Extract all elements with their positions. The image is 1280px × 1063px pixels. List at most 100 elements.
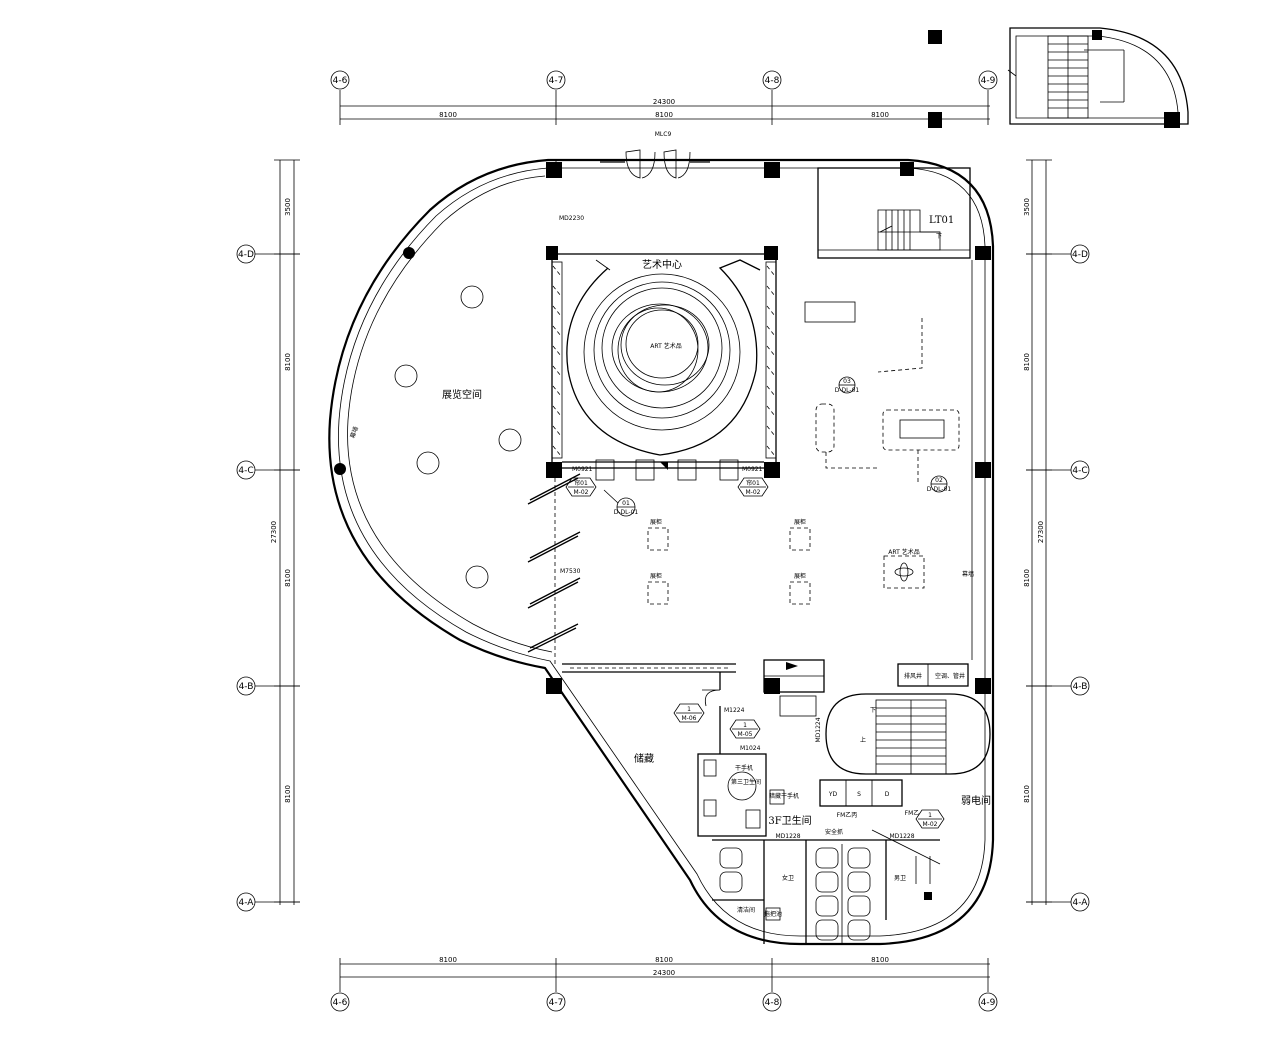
top-span-1: 8100: [439, 111, 457, 119]
shaft-rooms: 排风井 空调、管井: [763, 659, 969, 717]
grid-bubble-4-6-top: 4-6: [333, 76, 348, 86]
grid-bubble-4-9-bottom: 4-9: [981, 998, 996, 1008]
tag-3-bottom: M-06: [682, 715, 697, 722]
showcases: 展柜 展柜 展柜 展柜: [647, 518, 811, 605]
top-span-3: 8100: [871, 111, 889, 119]
grid-bubble-4-C-right: 4-C: [1072, 466, 1087, 476]
right-grid-bubbles: 4-D 4-C 4-B 4-A: [1026, 244, 1090, 912]
door-label-m7530: M7530: [560, 568, 581, 575]
label-hand-dryer: 干手机: [735, 764, 753, 772]
grid-bubble-4-A-right: 4-A: [1073, 898, 1089, 908]
showcase-label-3: 展柜: [650, 572, 662, 580]
label-hidden-hand-dryer: 暗藏干手机: [769, 792, 799, 800]
top-span-2: 8100: [655, 111, 673, 119]
door-label-md2230: MD2230: [559, 215, 584, 222]
top-grid-bubbles: 4-6 4-7 4-8 4-9: [330, 70, 998, 90]
sliding-partition-m7530: M7530: [527, 473, 581, 666]
stair-detail-top-right: [1007, 27, 1189, 125]
right-dimension-chain: 3500 8100 8100 8100 27300: [1023, 159, 1052, 905]
tag-5-top: 1: [928, 812, 932, 819]
grid-bubble-4-D-left: 4-D: [238, 250, 254, 260]
grid-bubble-4-7-top: 4-7: [549, 76, 564, 86]
room-label-weak-electric: 弱电间: [961, 794, 991, 807]
tag-2-bottom: M-02: [746, 489, 761, 496]
door-label-md1224: MD1224: [815, 717, 822, 742]
right-span-3: 8100: [1023, 569, 1031, 587]
art-piece-label-right: ART 艺术品: [888, 548, 919, 556]
right-span-2: 8100: [1023, 353, 1031, 371]
stair-up-label: 上: [860, 736, 866, 744]
right-span-4: 8100: [1023, 785, 1031, 803]
door-label-m1224: M1224: [724, 707, 745, 714]
room-label-3f-toilet: 3F卫生间: [768, 814, 811, 827]
door-label-mlc9: MLC9: [655, 131, 672, 138]
room-label-art-center: 艺术中心: [642, 258, 682, 271]
grid-bubble-4-6-bottom: 4-6: [333, 998, 348, 1008]
entrance-doors-mlc9: MLC9: [555, 131, 764, 179]
detail-1-bottom: D-DL-01: [614, 509, 639, 516]
stair-lt01: LT01 下: [817, 167, 971, 259]
grid-bubble-4-C-left: 4-C: [238, 466, 253, 476]
stair-down-label-main: 下: [870, 707, 876, 714]
right-span-1: 3500: [1023, 198, 1031, 216]
door-label-m0921-a: M0921: [572, 466, 593, 473]
bottom-span-2: 8100: [655, 956, 673, 964]
left-dimension-chain: 27300 3500 8100 8100 8100: [270, 159, 300, 905]
detail-2-top: 02: [935, 477, 943, 484]
structural-columns: [334, 30, 1180, 900]
room-label-female: 女卫: [782, 874, 794, 882]
tag-2-top: 帘01: [746, 479, 760, 487]
bottom-grid-bubbles: 4-6 4-7 4-8 4-9: [330, 992, 998, 1012]
art-center: 艺术中心 ART 艺术品: [551, 253, 777, 481]
exhibition-space: 展览空间 幕墙: [348, 285, 522, 589]
showcase-label-2: 展柜: [794, 518, 806, 526]
art-piece-label-center: ART 艺术品: [650, 342, 681, 350]
bottom-span-1: 8100: [439, 956, 457, 964]
showcase-label-1: 展柜: [650, 518, 662, 526]
bottom-dimension-chain: 8100 8100 8100 24300: [339, 956, 990, 992]
door-label-m0921-b: M0921: [742, 466, 763, 473]
door-label-fm2: FM乙丙: [837, 812, 858, 819]
label-mop-sink: 拖把池: [764, 910, 782, 918]
grid-bubble-4-B-right: 4-B: [1073, 682, 1088, 692]
tag-1-top: 帘01: [574, 479, 588, 487]
left-span-4: 8100: [284, 785, 292, 803]
left-span-3: 8100: [284, 569, 292, 587]
room-label-storage: 储藏: [634, 752, 654, 765]
cabinet-yd: YD: [828, 791, 838, 798]
bottom-total-dim: 24300: [653, 969, 675, 977]
building-envelope: [328, 158, 995, 946]
tag-5-bottom: M-02: [923, 821, 938, 828]
door-tags-art-center: M0921 M0921 帘01 M-02 帘01 M-02 01 D-DL-01: [565, 466, 769, 517]
tag-1-bottom: M-02: [574, 489, 589, 496]
room-label-cleaning: 清洁间: [737, 906, 755, 914]
label-safety-handle: 安全抓: [825, 828, 843, 836]
grid-bubble-4-9-top: 4-9: [981, 76, 996, 86]
detail-1-top: 01: [622, 500, 630, 507]
stair-down-label: 下: [936, 233, 942, 240]
left-grid-bubbles: 4-D 4-C 4-B 4-A: [236, 244, 300, 912]
grid-bubble-4-D-right: 4-D: [1072, 250, 1088, 260]
cabinet-d: D: [885, 791, 890, 798]
left-span-1: 3500: [284, 198, 292, 216]
left-span-2: 8100: [284, 353, 292, 371]
stair-lt01-label: LT01: [929, 215, 954, 226]
detail-3-top: 03: [843, 378, 851, 385]
right-gallery-furniture: 03 D-DL-01 02 D-DL-01 ART 艺术品 幕墙: [804, 260, 974, 660]
door-label-fmz: FM乙: [905, 810, 920, 817]
grid-bubble-4-8-bottom: 4-8: [765, 998, 780, 1008]
room-label-third-toilet: 第三卫生间: [731, 778, 761, 786]
top-dimension-chain: 24300 8100 8100 8100: [339, 90, 990, 125]
grid-bubble-4-8-top: 4-8: [765, 76, 780, 86]
grid-bubble-4-7-bottom: 4-7: [549, 998, 564, 1008]
toilet-area: 干手机 第三卫生间 暗藏干手机 3F卫生间 MD1228 安全抓 MD1228 …: [697, 753, 941, 944]
grid-bubble-4-B-left: 4-B: [239, 682, 254, 692]
bottom-span-3: 8100: [871, 956, 889, 964]
top-total-dim: 24300: [653, 98, 675, 106]
tag-4-bottom: M-05: [738, 731, 753, 738]
curtain-wall-label-right: 幕墙: [962, 570, 974, 578]
room-label-male: 男卫: [894, 875, 906, 882]
main-stair: 下 上 MD1224: [815, 693, 991, 775]
detail-3-bottom: D-DL-01: [835, 387, 860, 394]
